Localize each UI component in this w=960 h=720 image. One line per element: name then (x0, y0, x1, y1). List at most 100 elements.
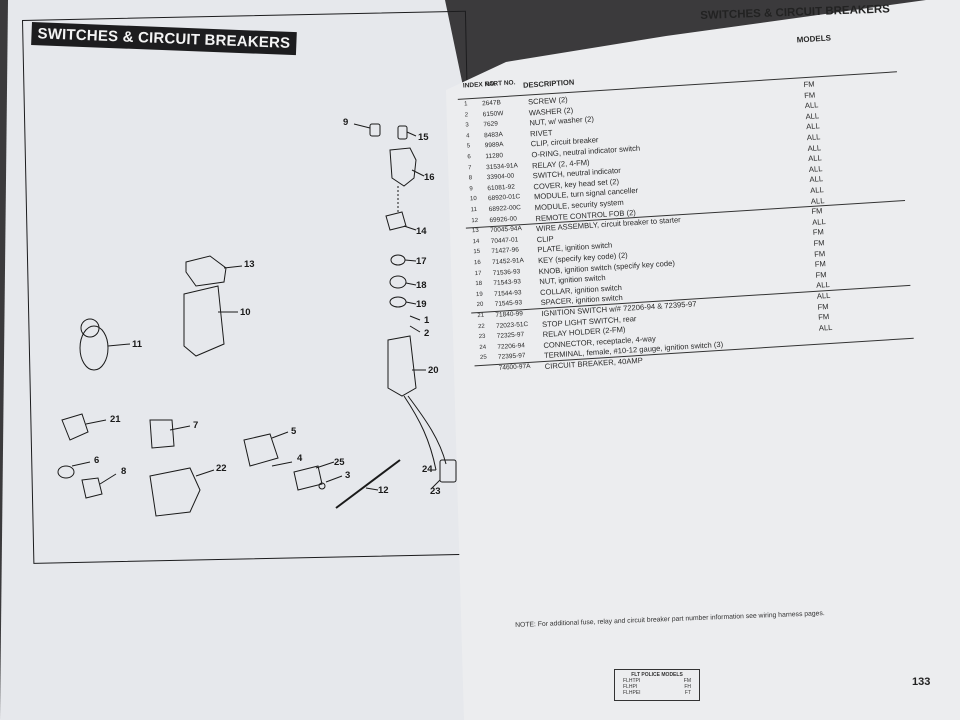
part-17-shape (390, 254, 406, 266)
models-cell: FM (814, 259, 827, 269)
callout-15: 15 (418, 132, 429, 143)
part-13-shape (185, 255, 227, 287)
part-no-cell: 7629 (483, 120, 499, 129)
left-page (0, 0, 476, 720)
models-cell: ALL (807, 153, 822, 164)
page-number: 133 (912, 676, 931, 688)
part-no-cell: 68922-00C (488, 204, 522, 214)
part-no-cell: 68920-01C (487, 193, 521, 203)
index-cell: 10 (469, 196, 477, 203)
index-cell: 8 (468, 175, 473, 182)
index-cell: 13 (471, 228, 479, 235)
index-cell: 2 (464, 111, 469, 119)
callout-20: 20 (428, 365, 439, 376)
part-19-shape (389, 296, 407, 308)
models-cell: ALL (806, 132, 821, 143)
callout-4: 4 (297, 453, 303, 464)
callout-1: 1 (424, 315, 430, 326)
callout-23: 23 (430, 486, 441, 497)
col-description: DESCRIPTION (522, 77, 575, 90)
index-cell: 22 (477, 323, 485, 330)
part-no-cell: 11280 (485, 152, 504, 161)
models-cell: FM (815, 269, 827, 280)
callout-13: 13 (244, 259, 255, 270)
part-6-shape (57, 465, 75, 479)
index-cell: 3 (465, 122, 469, 129)
part-8-shape (81, 477, 103, 499)
models-cell: FM (803, 90, 816, 100)
callout-22: 22 (216, 463, 227, 474)
part-no-cell: 71543-93 (493, 278, 522, 288)
index-cell: 7 (467, 164, 472, 171)
models-cell: FM (811, 206, 823, 217)
index-cell: 11 (470, 206, 478, 214)
models-cell: ALL (811, 216, 826, 227)
callout-25: 25 (334, 457, 345, 468)
part-no-cell: 70447-01 (490, 236, 519, 245)
models-cell: ALL (807, 142, 822, 153)
part-14-shape (385, 211, 407, 231)
index-cell: 5 (466, 143, 471, 150)
callout-9: 9 (343, 117, 349, 128)
part-20-shape (387, 335, 417, 397)
legend-title: FLT POLICE MODELS (631, 672, 683, 678)
models-cell: FM (813, 238, 825, 248)
index-cell: 1 (463, 101, 468, 108)
part-22-shape (149, 467, 201, 517)
col-part-no: PART NO. (484, 79, 516, 89)
models-cell: ALL (809, 174, 824, 185)
part-no-cell: 72206-94 (497, 341, 526, 351)
callout-5: 5 (291, 426, 297, 437)
index-cell: 25 (479, 354, 487, 362)
index-cell: 21 (477, 312, 485, 320)
index-cell: 4 (465, 133, 470, 140)
models-cell: ALL (804, 100, 819, 111)
part-no-cell: 2647B (481, 99, 502, 108)
part-12-shape (335, 459, 401, 509)
callout-10: 10 (240, 307, 251, 318)
callout-19: 19 (416, 299, 427, 310)
index-cell: 14 (472, 238, 480, 246)
part-15-shape (397, 125, 408, 140)
part-11-shape (79, 325, 109, 371)
models-cell: ALL (816, 290, 831, 301)
index-cell: 17 (474, 270, 482, 277)
models-cell: FM (817, 301, 829, 312)
index-cell: 18 (475, 280, 483, 288)
models-cell: FM (812, 227, 825, 238)
part-no-cell: 70045-94A (489, 225, 523, 235)
part-10-shape (183, 285, 225, 357)
models-cell: ALL (818, 322, 833, 333)
part-no-cell: 72023-51C (495, 320, 529, 330)
callout-6: 6 (94, 455, 100, 466)
part-25-shape (293, 465, 323, 491)
callout-2: 2 (424, 328, 430, 339)
part-no-cell: 72395-97 (497, 352, 526, 362)
index-cell: 16 (473, 259, 481, 267)
models-cell: FM (803, 79, 815, 90)
models-cell: ALL (808, 163, 823, 174)
index-cell (481, 365, 497, 366)
part-no-cell: 72325-97 (496, 331, 525, 341)
part-no-cell: 71544-93 (493, 289, 522, 298)
models-cell: ALL (805, 121, 820, 132)
index-cell: 19 (475, 291, 483, 298)
callout-24: 24 (422, 464, 433, 475)
part-no-cell: 71427-96 (491, 246, 520, 256)
part-16-shape (389, 147, 417, 187)
part-no-cell: 61081-92 (487, 183, 516, 193)
index-cell: 9 (469, 185, 473, 193)
part-no-cell: 71840-99 (495, 310, 524, 319)
callout-11: 11 (132, 339, 143, 350)
part-no-cell: 71452-91A (491, 257, 525, 267)
callout-7: 7 (193, 420, 199, 431)
part-18-shape (389, 275, 407, 289)
callout-18: 18 (416, 280, 427, 291)
part-no-cell: 31534-91A (485, 161, 519, 171)
index-cell: 23 (478, 333, 486, 341)
part-no-cell: 6150W (482, 109, 504, 118)
